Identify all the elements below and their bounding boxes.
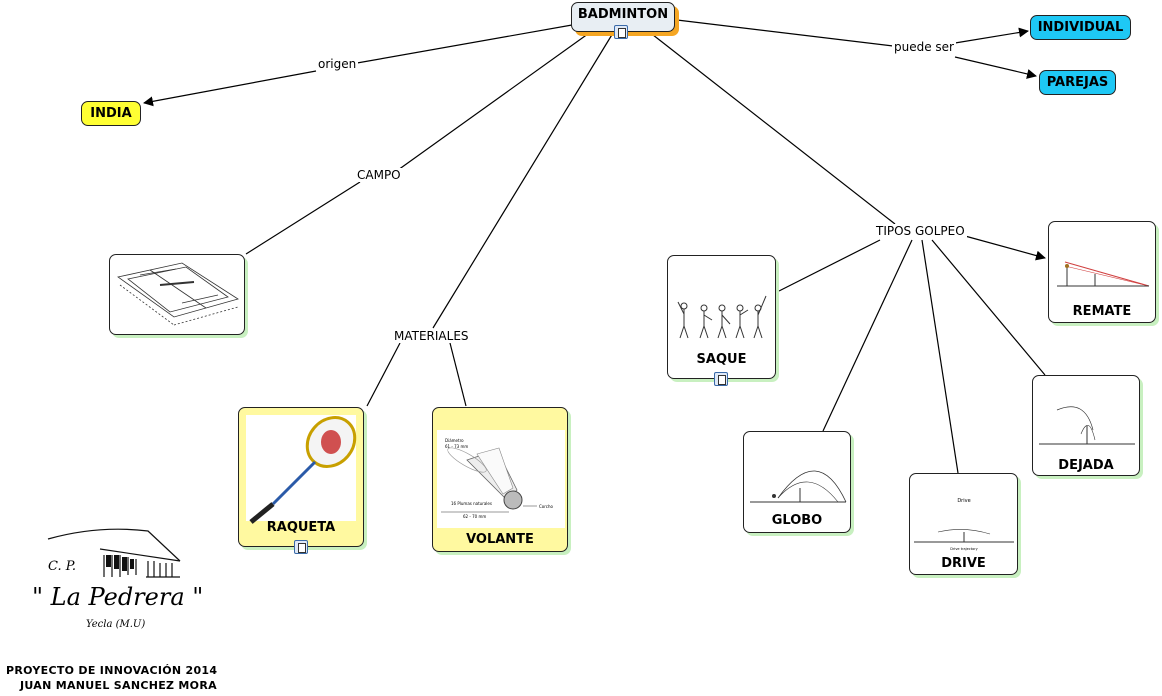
link-materiales-volante	[449, 342, 467, 407]
drive-label: DRIVE	[941, 556, 986, 571]
link-tipos-dejada	[931, 239, 1046, 376]
link-label-materiales: MATERIALES	[392, 329, 471, 343]
remate-card[interactable]: REMATE	[1048, 221, 1156, 323]
link-tipos-globo	[822, 239, 913, 432]
india-node[interactable]: INDIA	[81, 101, 141, 126]
logo-initials: C. P.	[48, 559, 76, 574]
link-origen-india	[143, 70, 317, 107]
volante-card[interactable]: Diámetro 61 - 73 mm 16 Plumas naturales …	[432, 407, 568, 552]
shuttle-cork-label: Corcho	[539, 504, 554, 509]
serve-sequence-image	[677, 295, 767, 339]
root-node[interactable]: BADMINTON	[571, 2, 675, 32]
dejada-card[interactable]: DEJADA	[1032, 375, 1140, 476]
shuttle-diameter-label: Diámetro	[445, 438, 464, 443]
saque-document-icon[interactable]	[714, 372, 728, 386]
drop-shot-image	[1039, 406, 1135, 445]
saque-label: SAQUE	[696, 352, 747, 367]
individual-node[interactable]: INDIVIDUAL	[1030, 15, 1131, 40]
racket-image	[246, 415, 357, 524]
shuttle-diameter-value: 61 - 73 mm	[445, 444, 468, 449]
link-root-tipos	[647, 30, 896, 225]
globo-card[interactable]: GLOBO	[743, 431, 851, 533]
globo-label: GLOBO	[771, 513, 823, 528]
school-building-drawing	[47, 528, 181, 578]
individual-label: INDIVIDUAL	[1037, 20, 1124, 35]
link-root-puede-ser	[676, 19, 894, 47]
link-campo-image	[245, 181, 361, 255]
logo-school-name: " La Pedrera "	[32, 583, 204, 611]
raqueta-card[interactable]: RAQUETA	[238, 407, 364, 547]
shuttle-length-label: 62 - 70 mm	[463, 514, 486, 519]
raqueta-document-icon[interactable]	[294, 540, 308, 554]
parejas-node[interactable]: PAREJAS	[1039, 70, 1116, 95]
shuttlecock-image: Diámetro 61 - 73 mm 16 Plumas naturales …	[437, 430, 565, 528]
link-label-campo: CAMPO	[355, 168, 403, 182]
shuttle-feathers-label: 16 Plumas naturales	[451, 501, 492, 506]
school-logo: C. P. " La Pedrera " Yecla (M.U)	[28, 527, 208, 635]
link-label-tipos-golpeo: TIPOS GOLPEO	[874, 224, 967, 238]
link-label-puede-ser: puede ser	[892, 40, 956, 54]
court-image-card[interactable]	[109, 254, 245, 335]
saque-card[interactable]: SAQUE	[667, 255, 776, 379]
lob-image	[750, 470, 847, 503]
court-diagram-image	[117, 262, 239, 326]
footer-project-title: PROYECTO DE INNOVACIÓN 2014	[6, 664, 218, 677]
root-label: BADMINTON	[577, 6, 669, 22]
link-tipos-saque	[778, 239, 881, 292]
link-root-campo	[397, 30, 593, 171]
link-root-origen	[356, 24, 573, 64]
remate-label: REMATE	[1072, 304, 1132, 319]
parejas-label: PAREJAS	[1046, 75, 1109, 90]
link-puede-ser-individual	[954, 27, 1029, 44]
drive-image-title: Drive	[957, 498, 970, 504]
link-root-materiales	[432, 32, 614, 329]
drive-card[interactable]: Drive Drive trajectory DRIVE	[909, 473, 1018, 575]
root-document-icon[interactable]	[614, 25, 628, 39]
smash-image	[1057, 261, 1150, 287]
logo-town: Yecla (M.U)	[86, 619, 146, 630]
india-label: INDIA	[90, 106, 132, 121]
link-puede-ser-parejas	[954, 56, 1037, 79]
drive-image: Drive Drive trajectory	[914, 498, 1014, 551]
link-materiales-raqueta	[366, 342, 401, 407]
raqueta-label: RAQUETA	[266, 520, 336, 535]
link-tipos-drive	[921, 239, 959, 474]
drive-image-caption: Drive trajectory	[950, 547, 977, 551]
footer-author: JUAN MANUEL SANCHEZ MORA	[20, 679, 217, 692]
link-label-origen: origen	[316, 57, 359, 71]
link-tipos-remate	[964, 235, 1046, 261]
volante-label: VOLANTE	[466, 532, 534, 547]
dejada-label: DEJADA	[1058, 458, 1114, 473]
